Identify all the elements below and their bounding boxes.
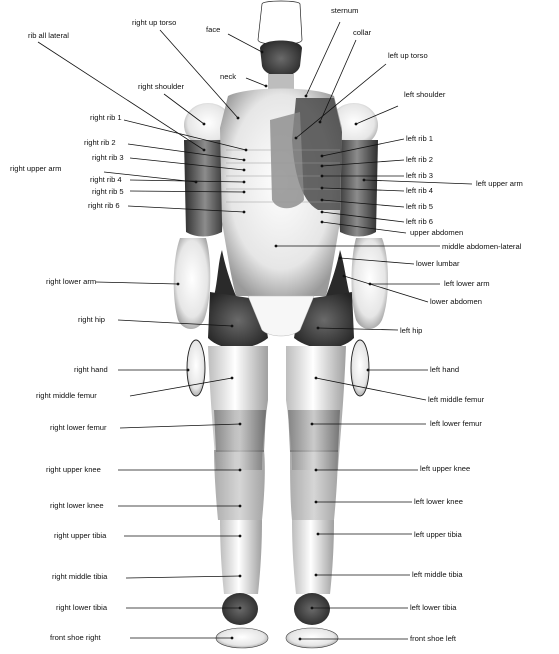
label-right-hand: right hand (74, 365, 108, 374)
label-collar: collar (353, 28, 372, 37)
label-right-rib-6: right rib 6 (88, 201, 120, 210)
label-upper-abdomen: upper abdomen (410, 228, 463, 237)
right-tibia-region (220, 520, 262, 594)
label-left-rib-1: left rib 1 (406, 134, 433, 143)
label-right-rib-3: right rib 3 (92, 153, 124, 162)
label-right-shoulder: right shoulder (138, 82, 184, 91)
label-front-shoe-left: front shoe left (410, 634, 457, 643)
sternum-region (270, 112, 304, 208)
left-knee-region (290, 450, 338, 520)
left-lower-femur-region (288, 410, 340, 452)
label-right-hip: right hip (78, 315, 105, 324)
label-left-upper-knee: left upper knee (420, 464, 470, 473)
label-left-shoulder: left shoulder (404, 90, 446, 99)
label-left-lower-arm: left lower arm (444, 279, 490, 288)
label-sternum: sternum (331, 6, 358, 15)
label-right-middle-femur: right middle femur (36, 391, 97, 400)
left-tibia-region (292, 520, 334, 594)
label-left-lower-femur: left lower femur (430, 419, 482, 428)
label-right-middle-tibia: right middle tibia (52, 572, 108, 581)
label-left-hand: left hand (430, 365, 459, 374)
left-hand-region (351, 340, 369, 396)
label-left-middle-tibia: left middle tibia (412, 570, 463, 579)
label-right-upper-tibia: right upper tibia (54, 531, 107, 540)
label-right-lower-femur: right lower femur (50, 423, 107, 432)
label-left-upper-arm: left upper arm (476, 179, 523, 188)
label-middle-abdomen-lateral: middle abdomen-lateral (442, 242, 522, 251)
label-left-middle-femur: left middle femur (428, 395, 485, 404)
face-region (260, 41, 302, 77)
label-left-rib-2: left rib 2 (406, 155, 433, 164)
right-lower-femur-region (214, 410, 266, 452)
label-left-lower-tibia: left lower tibia (410, 603, 457, 612)
label-face: face (206, 25, 220, 34)
label-left-lower-knee: left lower knee (414, 497, 463, 506)
label-right-rib-4: right rib 4 (90, 175, 122, 184)
label-rib-all-lateral: rib all lateral (28, 31, 69, 40)
label-lower-abdomen: lower abdomen (430, 297, 482, 306)
label-right-lower-arm: right lower arm (46, 277, 96, 286)
label-left-rib-5: left rib 5 (406, 202, 433, 211)
label-right-lower-knee: right lower knee (50, 501, 104, 510)
label-right-rib-2: right rib 2 (84, 138, 116, 147)
label-left-upper-tibia: left upper tibia (414, 530, 462, 539)
label-left-rib-3: left rib 3 (406, 171, 433, 180)
label-lower-lumbar: lower lumbar (416, 259, 460, 268)
front-shoe-left-region (286, 628, 338, 648)
label-left-hip: left hip (400, 326, 422, 335)
label-neck: neck (220, 72, 236, 81)
label-left-up-torso: left up torso (388, 51, 428, 60)
right-hand-region (187, 340, 205, 396)
label-right-rib-1: right rib 1 (90, 113, 122, 122)
right-knee-region (214, 450, 265, 520)
label-left-rib-4: left rib 4 (406, 186, 433, 195)
left-upper-arm-region (336, 140, 378, 237)
label-right-upper-knee: right upper knee (46, 465, 101, 474)
label-right-up-torso: right up torso (132, 18, 176, 27)
label-left-rib-6: left rib 6 (406, 217, 433, 226)
label-right-rib-5: right rib 5 (92, 187, 124, 196)
label-right-lower-tibia: right lower tibia (56, 603, 108, 612)
label-front-shoe-right: front shoe right (50, 633, 102, 642)
head-outline (258, 1, 302, 45)
label-right-upper-arm: right upper arm (10, 164, 62, 173)
